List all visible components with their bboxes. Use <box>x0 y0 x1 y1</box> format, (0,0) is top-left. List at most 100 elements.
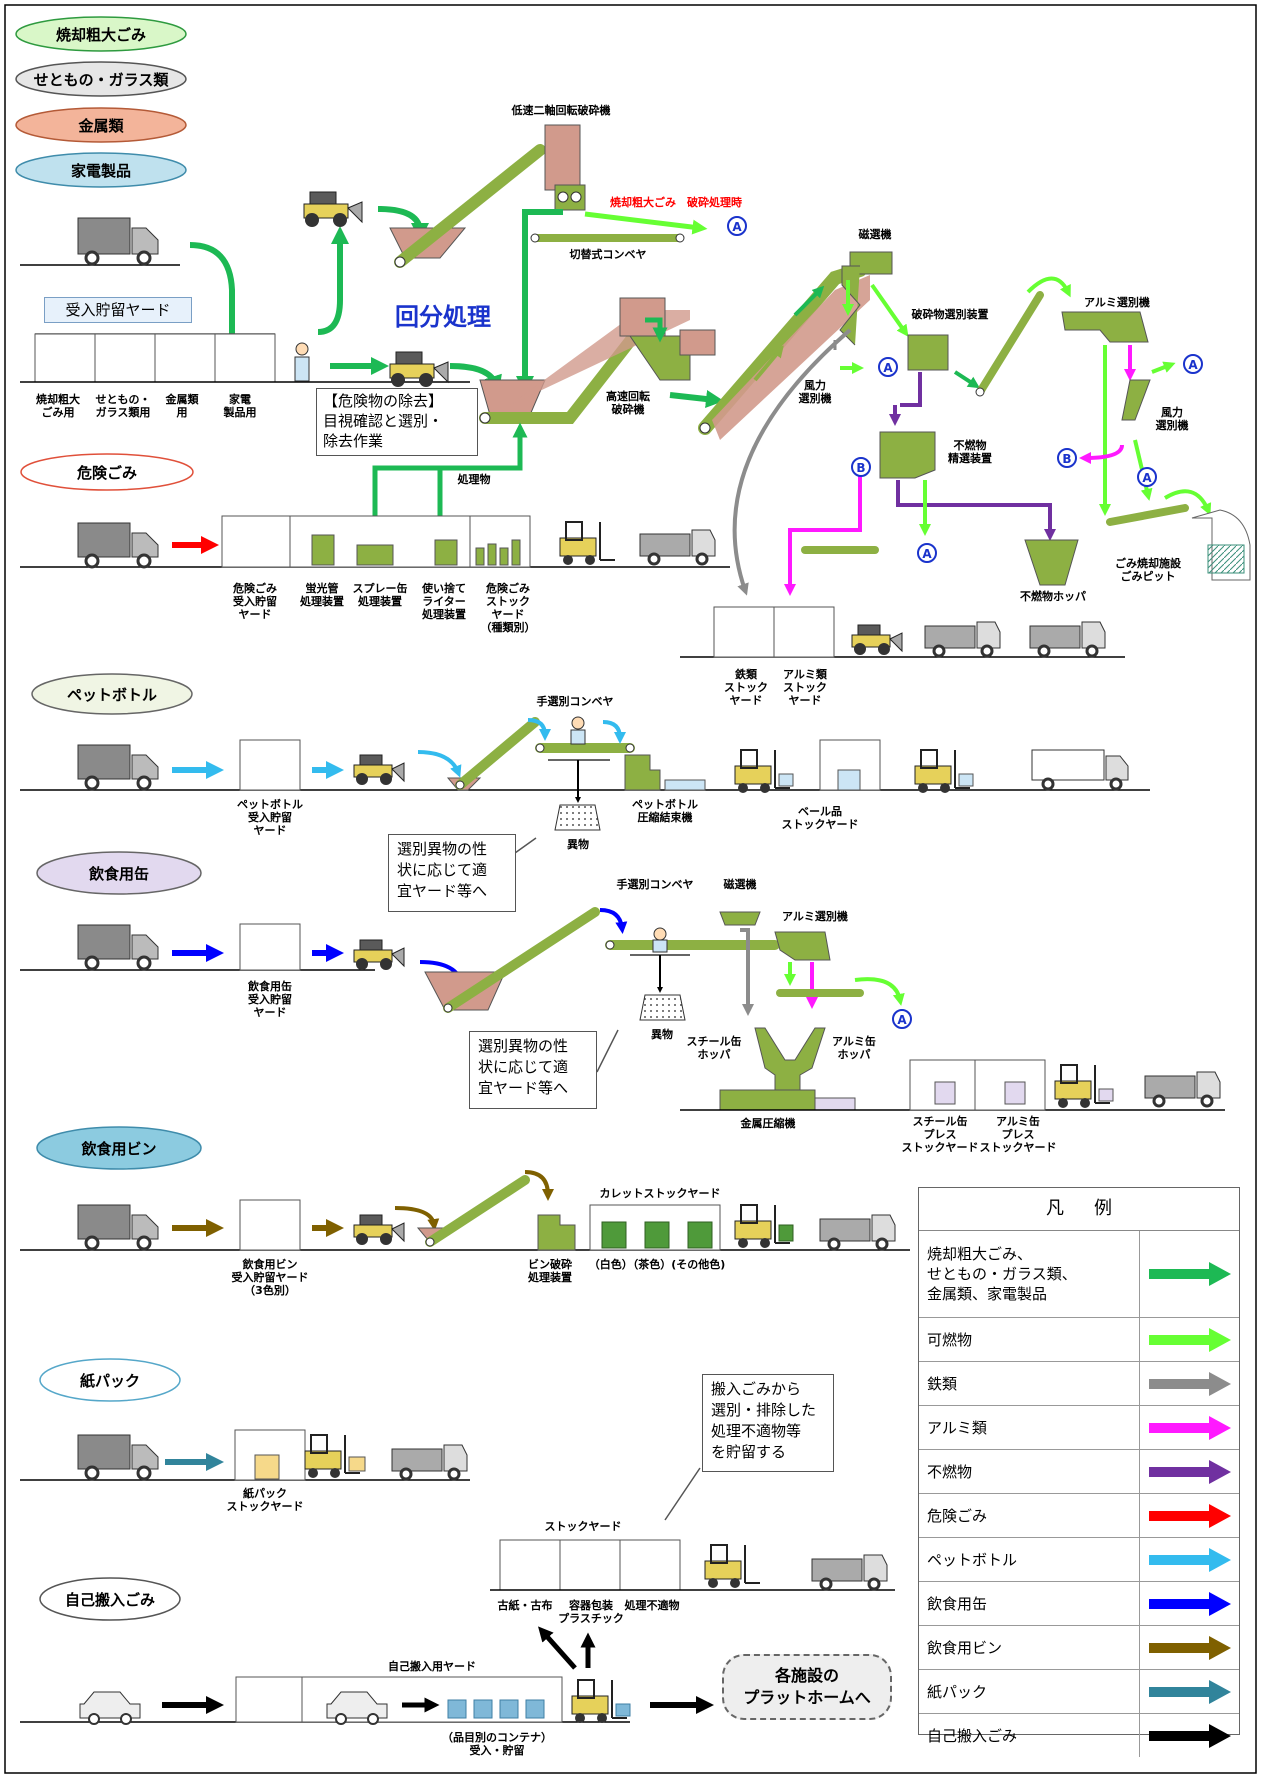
svg-text:A: A <box>922 547 932 561</box>
pill-label: せともの・ガラス類 <box>34 71 170 89</box>
forklift-icon <box>734 749 794 793</box>
pet-foreign-callout: 選別異物の性 状に応じて適 宜ヤード等へ <box>388 834 516 912</box>
section-self: 自己搬入用ヤード （品目別のコンテナ）受入・貯留 <box>20 1626 714 1757</box>
svg-text:B: B <box>1062 452 1071 466</box>
legend-row: 危険ごみ <box>919 1494 1239 1538</box>
legend-label: 自己搬入ごみ <box>919 1714 1140 1757</box>
alu-stock-label: アルミ缶プレスストックヤード <box>980 1114 1057 1154</box>
dump-truck-icon <box>924 621 1001 658</box>
pet-bale-yard-label: ベール品ストックヤード <box>782 805 859 831</box>
callout-line: 状に応じて適 <box>478 1058 569 1076</box>
dump-truck-icon <box>639 529 716 566</box>
section-bulky: 焼却粗大ごみ用 せともの・ガラス類用 金属類用 家電製品用 <box>20 103 1251 707</box>
marker-a-icon: A <box>917 543 937 563</box>
bay-label: 家電製品用 <box>223 392 257 419</box>
loader-icon <box>303 191 363 227</box>
stock-yard-title: ストックヤード <box>545 1520 622 1533</box>
legend-label: 焼却粗大ごみ、 せともの・ガラス類、 金属類、家電製品 <box>919 1231 1140 1317</box>
callout-line: 宜ヤード等へ <box>397 882 488 900</box>
legend-row: 鉄類 <box>919 1362 1239 1406</box>
pill-label: 家電製品 <box>71 162 131 180</box>
legend-label: ペットボトル <box>919 1538 1140 1581</box>
legend-arrow <box>1140 1318 1239 1361</box>
pill-appliances: 家電製品 <box>15 152 187 188</box>
legend-arrow <box>1140 1362 1239 1405</box>
legend-row: 不燃物 <box>919 1450 1239 1494</box>
legend-label-text: 可燃物 <box>927 1330 973 1349</box>
alu-yard-label: アルミ類ストックヤード <box>783 667 828 707</box>
callout-line: を貯留する <box>711 1443 787 1461</box>
legend-arrow-icon <box>1148 1262 1231 1286</box>
aluminum-sorter-label: アルミ選別機 <box>1084 295 1150 309</box>
marker-a-icon: A <box>892 1009 912 1029</box>
section-can: 手選別コンベヤ 異物 磁選機 アルミ選別機 A スチール缶ホッパ アルミ缶ホッパ… <box>20 877 1225 1154</box>
steel-stock-label: スチール缶プレスストックヤード <box>902 1114 979 1154</box>
stock-bay-label: 処理不適物 <box>624 1598 680 1612</box>
legend-row: 紙パック <box>919 1670 1239 1714</box>
legend-arrow <box>1140 1538 1239 1581</box>
bulky-crushing-label: 焼却粗大ごみ 破砕処理時 <box>610 195 742 209</box>
pill-label: 金属類 <box>77 117 124 135</box>
forklift-icon <box>734 1204 794 1248</box>
can-foreign-callout: 選別異物の性 状に応じて適 宜ヤード等へ <box>469 1031 597 1109</box>
legend-label-text: アルミ類 <box>927 1418 987 1437</box>
pill-label: 焼却粗大ごみ <box>56 26 146 44</box>
legend-label-text: 飲食用缶 <box>927 1594 988 1613</box>
stock-bay-label: 容器包装プラスチック <box>558 1598 624 1625</box>
crushed-sorter-label: 破砕物選別装置 <box>912 307 989 321</box>
category-pills: 焼却粗大ごみ せともの・ガラス類 金属類 家電製品 危険ごみ ペットボトル 飲食… <box>15 16 202 1621</box>
iron-yard-label: 鉄類ストックヤード <box>724 667 768 707</box>
legend-label-text: 鉄類 <box>927 1374 958 1393</box>
truck-icon <box>77 744 159 791</box>
legend-label: 飲食用缶 <box>919 1582 1140 1625</box>
callout-line: 宜ヤード等へ <box>478 1079 569 1097</box>
steel-hopper-label: スチール缶ホッパ <box>687 1034 742 1061</box>
paper-yard-label: 紙パックストックヤード <box>227 1486 304 1513</box>
legend-arrow-icon <box>1148 1327 1231 1352</box>
legend-label: 鉄類 <box>919 1362 1140 1405</box>
pill-label: 紙パック <box>80 1372 140 1390</box>
section-hazard: 危険ごみ受入貯留ヤード 蛍光管処理装置 スプレー缶処理装置 使い捨てライター処理… <box>20 515 730 634</box>
legend-row: アルミ類 <box>919 1406 1239 1450</box>
legend-label-text: 紙パック <box>927 1682 988 1701</box>
wind-sorter2-label: 風力選別機 <box>1156 405 1189 432</box>
dump-truck-icon <box>819 1214 896 1251</box>
pill-pet: ペットボトル <box>31 673 193 715</box>
pill-label: 危険ごみ <box>77 464 137 482</box>
pet-yard-label: ペットボトル受入貯留ヤード <box>237 797 303 837</box>
legend-row: 自己搬入ごみ <box>919 1714 1239 1757</box>
legend-arrow-icon <box>1148 1679 1231 1704</box>
section-stock-yard: ストックヤード 古紙・古布 容器包装プラスチック 処理不適物 <box>490 1467 895 1625</box>
legend-label: 紙パック <box>919 1670 1140 1713</box>
legend-label-text: ペットボトル <box>927 1550 1018 1569</box>
reception-yard-header: 受入貯留ヤード <box>44 297 192 323</box>
pill-bottle: 飲食用ビン <box>36 1126 202 1170</box>
platform-line: 各施設の <box>774 1666 839 1685</box>
legend-arrow <box>1140 1670 1239 1713</box>
worker-icon <box>294 342 310 382</box>
legend-arrow <box>1140 1626 1239 1669</box>
can-foreign-label: 異物 <box>651 1027 673 1041</box>
hazard-callout: 【危険物の除去】 目視確認と選別・ 除去作業 <box>316 388 478 456</box>
legend-label: 可燃物 <box>919 1318 1140 1361</box>
pill-metals: 金属類 <box>15 107 187 143</box>
callout-line: 選別異物の性 <box>478 1037 569 1055</box>
bottle-colors-label: （白色）（茶色）(その他色) <box>589 1257 726 1271</box>
callout-line: 選別・排除した <box>711 1401 817 1419</box>
legend-row: 飲食用ビン <box>919 1626 1239 1670</box>
marker-a-icon: A <box>878 357 898 377</box>
hazard-station-label: 使い捨てライター処理装置 <box>421 581 466 621</box>
magnet-label: 磁選機 <box>859 227 892 241</box>
marker-a-icon: A <box>727 216 747 236</box>
hazard-station-label: スプレー缶処理装置 <box>353 581 408 608</box>
legend-label: 飲食用ビン <box>919 1626 1140 1669</box>
truck-icon <box>77 924 159 971</box>
legend-row: 可燃物 <box>919 1318 1239 1362</box>
svg-text:A: A <box>732 220 742 234</box>
legend-label: 不燃物 <box>919 1450 1140 1493</box>
pet-press-label: ペットボトル圧縮結束機 <box>632 797 698 824</box>
pill-paper-pack: 紙パック <box>39 1358 181 1402</box>
compressor-label: 金属圧縮機 <box>740 1116 796 1130</box>
legend-label-text: 不燃物 <box>927 1462 973 1481</box>
